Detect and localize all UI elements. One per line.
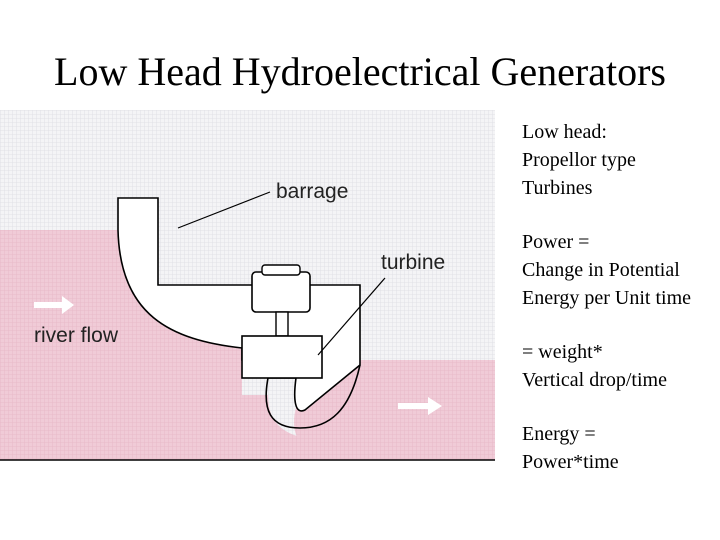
note-weight: = weight* Vertical drop/time (522, 338, 720, 394)
note-line: Turbines (522, 177, 593, 199)
notes-panel: Low head: Propellor type Turbines Power … (522, 118, 720, 502)
note-line: Power = (522, 231, 590, 253)
downstream-flow-arrow (398, 397, 442, 415)
upstream-water (0, 230, 495, 460)
note-line: Power*time (522, 451, 619, 473)
river-flow-label: river flow (34, 324, 119, 347)
note-line: Energy per Unit time (522, 287, 692, 309)
generator-housing (251, 271, 311, 313)
turbine-box (241, 335, 323, 379)
river-flow-arrow (34, 296, 74, 314)
diagram-svg (0, 110, 495, 461)
generator-cap (261, 264, 301, 276)
outlet-duct (265, 364, 361, 429)
barrage-leader-line (177, 191, 271, 229)
note-line: Change in Potential (522, 259, 680, 281)
note-line: Vertical drop/time (522, 369, 667, 391)
hydro-diagram: barrage turbine river flow (0, 110, 500, 465)
barrage-label: barrage (276, 180, 349, 203)
note-energy: Energy = Power*time (522, 420, 720, 476)
note-line: Low head: (522, 121, 607, 143)
turbine-leader-line (317, 277, 386, 356)
note-power: Power = Change in Potential Energy per U… (522, 228, 720, 312)
note-low-head: Low head: Propellor type Turbines (522, 118, 720, 202)
note-line: = weight* (522, 341, 603, 363)
note-line: Propellor type (522, 149, 636, 171)
downstream-water (294, 360, 495, 440)
note-line: Energy = (522, 423, 596, 445)
slide-title: Low Head Hydroelectrical Generators (54, 49, 666, 94)
turbine-label: turbine (381, 251, 446, 274)
turbine-shaft (275, 311, 289, 337)
